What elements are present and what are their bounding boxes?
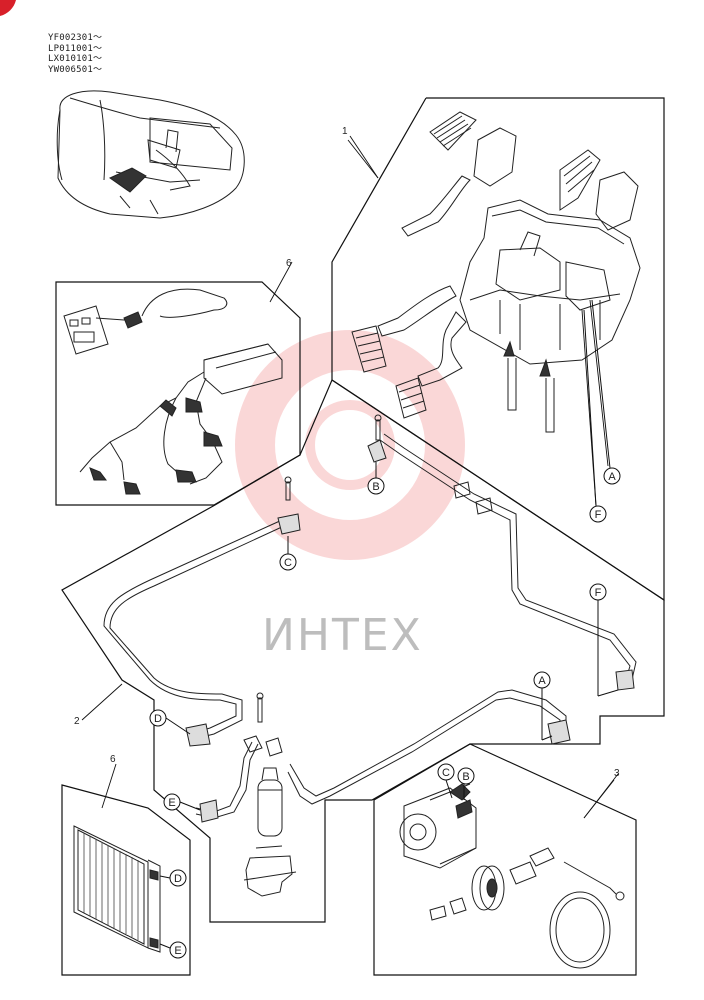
serial-line: LX010101～: [48, 54, 103, 64]
callout-c-pipe: C: [284, 557, 292, 569]
item-number-1: 1: [342, 126, 348, 137]
callout-f-pipe: F: [595, 587, 602, 599]
control-panel-harness: [63, 288, 283, 495]
refrigerant-piping: [103, 414, 637, 897]
callout-d-condenser: D: [174, 873, 182, 885]
watermark-logo: [235, 330, 465, 560]
callout-f-upper: F: [595, 509, 602, 521]
corner-mark: [0, 0, 16, 16]
watermark-text: ИНТЕХ: [262, 610, 423, 661]
callout-c-compressor: C: [442, 767, 450, 779]
callout-e-condenser: E: [174, 945, 181, 957]
callout-d-pipe: D: [154, 713, 162, 725]
callout-b-compressor: B: [462, 771, 469, 783]
compressor-assembly: [399, 783, 625, 969]
air-conditioner-unit: [351, 111, 641, 433]
callout-a-upper: A: [608, 471, 616, 483]
section-6-outline: [61, 784, 191, 976]
serial-line: YF002301～: [48, 33, 103, 43]
callout-a-pipe: A: [538, 675, 546, 687]
section-2-outline: [61, 379, 665, 923]
machine-overview: [56, 90, 245, 219]
section-3-outline: [373, 743, 637, 976]
item-number-3: 3: [614, 768, 620, 779]
item-number-2: 2: [74, 716, 80, 727]
callout-b-pipe: B: [372, 481, 379, 493]
item-number-6: 6: [110, 754, 116, 765]
item-number-4: 6: [286, 258, 292, 269]
callout-e-pipe: E: [168, 797, 175, 809]
condenser: [73, 825, 161, 953]
serial-line: LP011001～: [48, 43, 103, 54]
callouts: [149, 299, 621, 959]
serial-line: YW006501～: [48, 64, 103, 75]
serial-numbers: YF002301～ LP011001～ LX010101～ YW006501～: [48, 33, 102, 75]
